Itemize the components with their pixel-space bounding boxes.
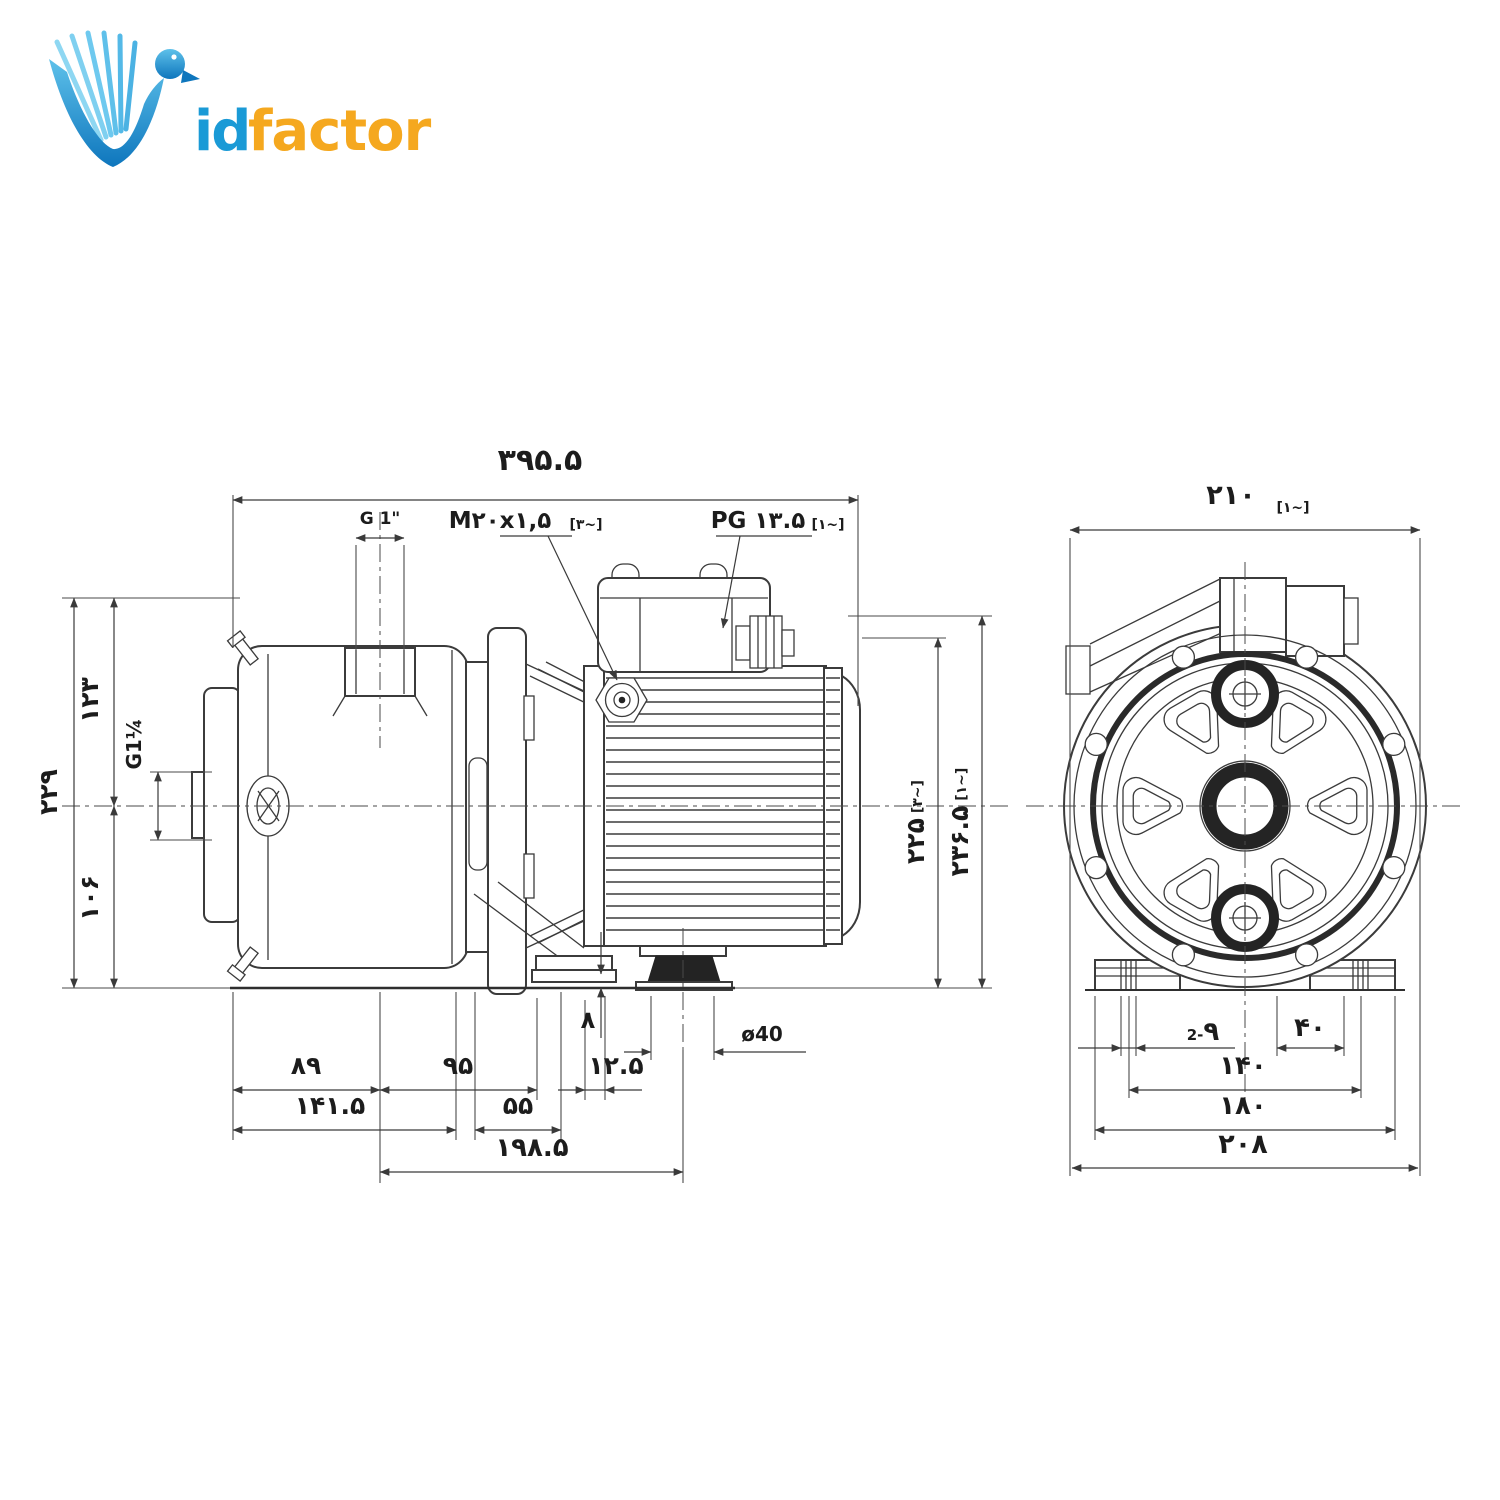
label-gland-m20-tag: [۳~] (569, 517, 602, 533)
bracket-foot (473, 881, 617, 983)
label-gland-pg: PG ۱۳.۵ (711, 508, 806, 534)
dim-height-3ph: ۲۲۵[۳~] (901, 780, 930, 864)
label-gland-pg-tag: [۱~] (811, 517, 844, 533)
dim-overall-length: ۳۹۵.۵ (498, 443, 583, 478)
front-view: ۲۱۰ [۱~] 2-۹ ۴۰ ۱۴۰ ۱۸۰ ۲۰۸ (1026, 480, 1464, 1176)
label-discharge-port: G 1" (360, 509, 401, 529)
dim-len-casing: ۸۹ (291, 1051, 322, 1080)
dim-overall-width: ۲۰۸ (1218, 1129, 1268, 1160)
cable-gland-m20 (595, 677, 648, 723)
logo-text-vid: id (194, 99, 249, 164)
label-foot-dia: ø40 (741, 1022, 783, 1046)
label-suction-port: G1¼ (122, 718, 146, 769)
dim-len-foot-span: ۱۹۸.۵ (495, 1133, 568, 1163)
label-gland-m20: M۲۰x۱,۵ (449, 508, 552, 534)
clamp-bolt-bottom (226, 946, 260, 982)
dimension-lines-front (1069, 526, 1421, 1172)
flange-bolt-holes (1084, 645, 1406, 967)
dim-len-mid: ۹۵ (443, 1051, 474, 1080)
dim-len-bracket: ۵۵ (503, 1091, 534, 1120)
pump-casing (191, 630, 469, 982)
dim-bolt-span: ۱۴۰ (1219, 1051, 1267, 1081)
dim-front-width-tag: [۱~] (1276, 500, 1309, 516)
dim-len-casing-flange: ۱۴۱.۵ (295, 1091, 366, 1120)
logo-bird-icon (49, 30, 200, 167)
dim-front-width: ۲۱۰ (1206, 480, 1255, 511)
motor-foot (635, 945, 733, 991)
dim-axis-to-top: ۱۲۳ (75, 677, 104, 723)
clamp-bolt-top (226, 630, 260, 666)
logo-text-factor: factor (248, 99, 432, 164)
logo: id factor (49, 30, 433, 167)
dim-total-height-left: ۲۲۹ (34, 769, 63, 815)
dim-foot-width: ۴۰ (1294, 1013, 1326, 1043)
side-view: ۳۹۵.۵ G 1" M۲۰x۱,۵ [۳~] PG ۱۳.۵ [۱~] ۲۲۹… (34, 443, 1012, 1183)
dim-axis-to-base: ۱۰۶ (75, 875, 104, 921)
dim-slot: 2-۹ (1187, 1017, 1220, 1047)
cable-gland-pg (735, 615, 795, 669)
dim-len-small: ۱۲.۵ (588, 1051, 643, 1080)
dim-height-1ph: ۲۳۶.۵[۱~] (945, 768, 974, 877)
dim-foot-gap: ۸ (581, 1006, 596, 1034)
dim-feet-span: ۱۸۰ (1219, 1091, 1267, 1121)
terminal-box (597, 563, 771, 673)
dimension-lines-side (70, 496, 986, 1176)
